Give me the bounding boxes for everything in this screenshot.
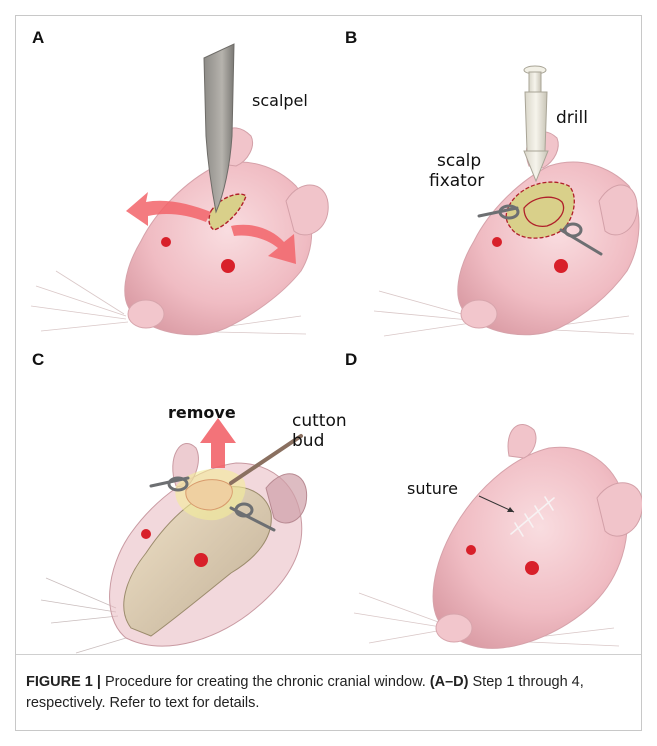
panel-label-c: C	[32, 350, 44, 370]
right-eye	[221, 259, 235, 273]
left-eye	[466, 545, 476, 555]
right-eye	[554, 259, 568, 273]
nose	[461, 300, 497, 328]
figure-caption: FIGURE 1 | Procedure for creating the ch…	[26, 672, 626, 714]
rat-head-illustration-b	[329, 16, 642, 338]
remove-arrow	[200, 418, 236, 468]
right-eye	[525, 561, 539, 575]
panel-label-b: B	[345, 28, 357, 48]
panel-b: B drill scalp fixator	[329, 16, 642, 338]
caption-text-1: Procedure for creating the chronic crani…	[101, 674, 430, 690]
left-ear	[508, 424, 536, 458]
panel-c: C remove cutton bud	[16, 338, 329, 660]
panel-d: D suture	[329, 338, 642, 660]
caption-figure-number: FIGURE 1 |	[26, 674, 101, 690]
panel-label-d: D	[345, 350, 357, 370]
suture-label: suture	[407, 480, 458, 498]
left-eye	[141, 529, 151, 539]
nose	[436, 614, 472, 642]
caption-panel-range: (A–D)	[430, 674, 469, 690]
fixator-label: fixator	[429, 172, 484, 190]
scalp-label: scalp	[437, 152, 481, 170]
right-eye	[194, 553, 208, 567]
figure-frame: A scalpel	[15, 15, 642, 731]
panel-label-a: A	[32, 28, 44, 48]
bud-label: bud	[292, 432, 324, 450]
left-eye	[161, 237, 171, 247]
rat-head-illustration-a	[16, 16, 329, 338]
remove-label: remove	[168, 404, 236, 422]
nose	[128, 300, 164, 328]
scalpel-label: scalpel	[252, 92, 308, 110]
caption-divider	[16, 654, 641, 655]
rat-head-illustration-c	[16, 338, 329, 660]
panel-a: A scalpel	[16, 16, 329, 338]
left-eye	[492, 237, 502, 247]
rat-head-illustration-d	[329, 338, 642, 660]
drill-label: drill	[556, 109, 588, 127]
